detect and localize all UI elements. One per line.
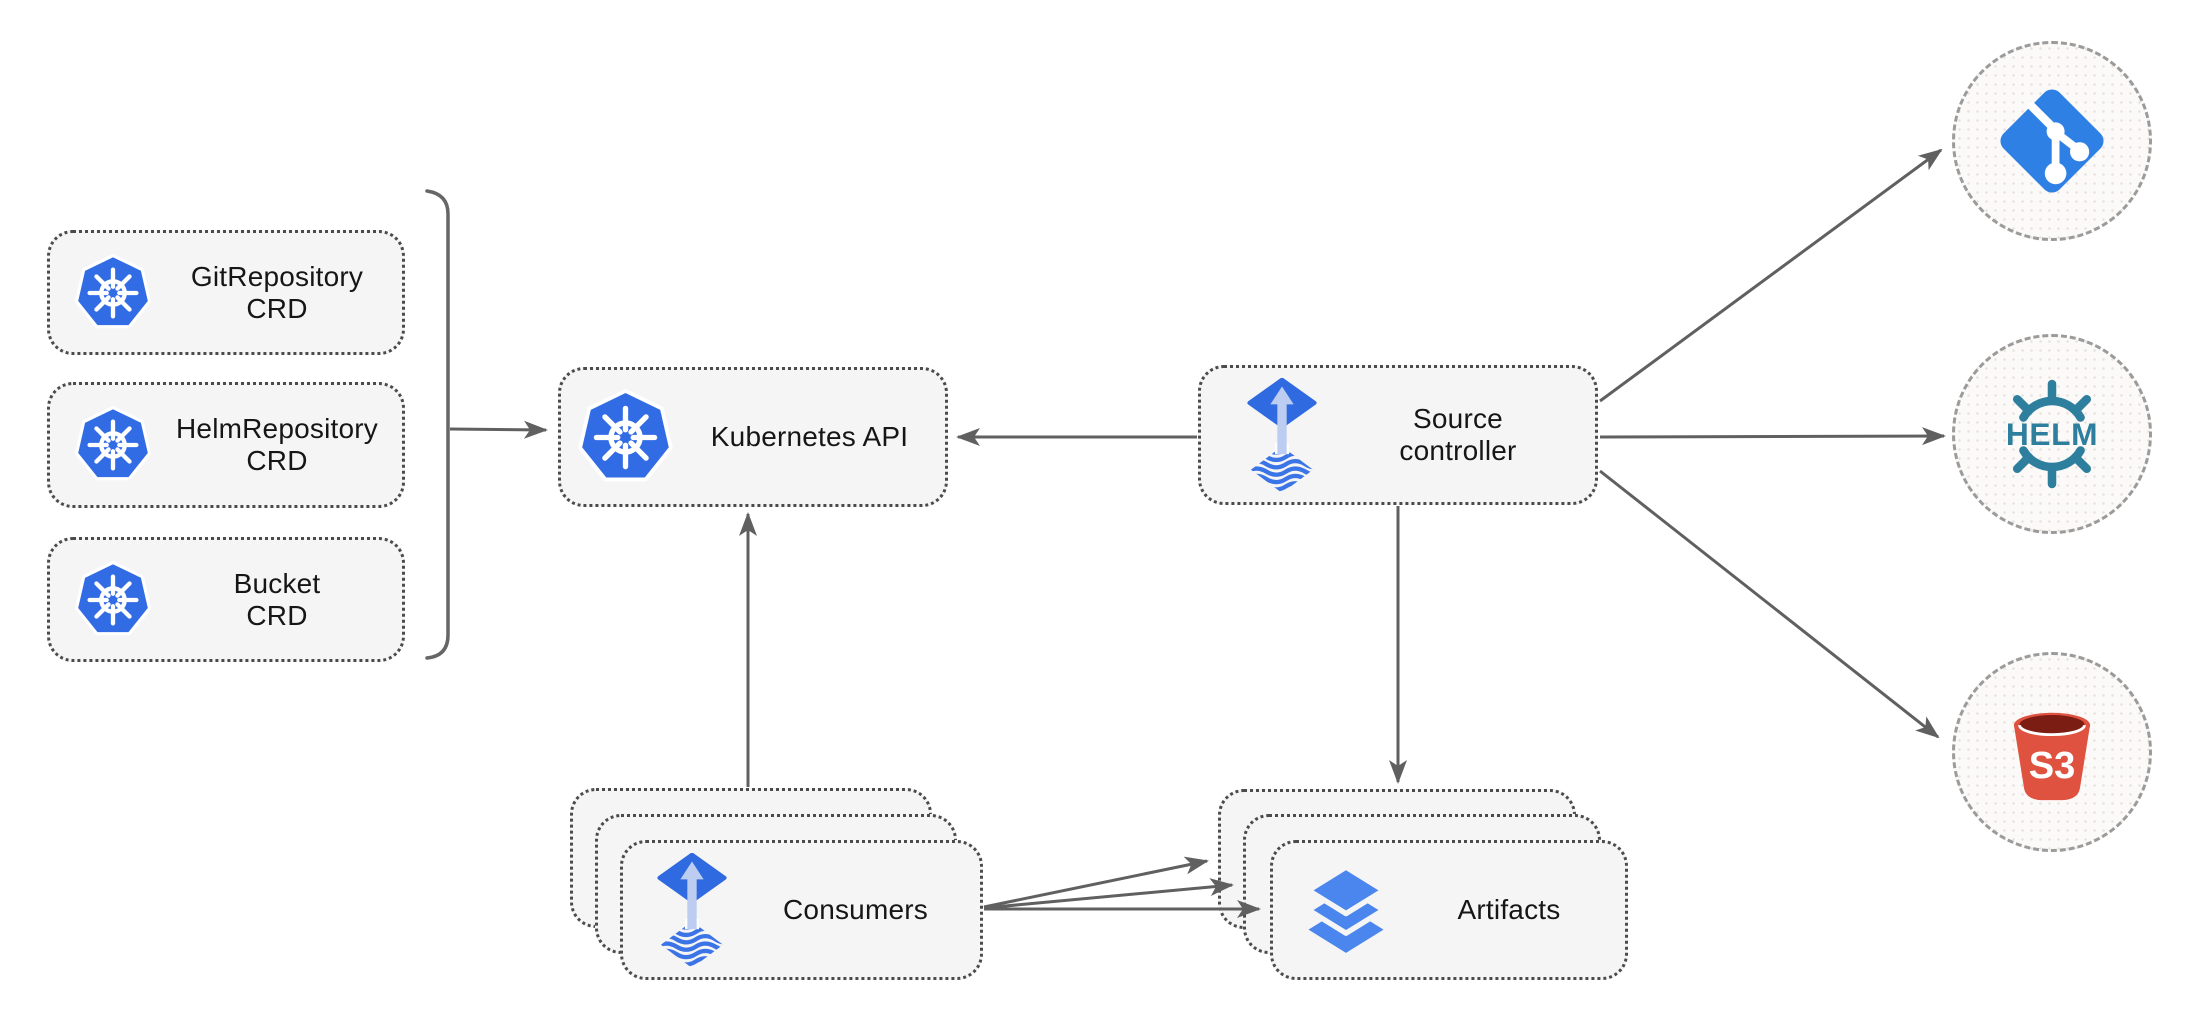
node-label-line2: controller (1399, 435, 1517, 466)
node-bucket-crd: Bucket CRD (47, 537, 405, 662)
helm-wordmark: HELM (2006, 416, 2098, 452)
flux-icon (653, 852, 731, 968)
node-source-controller: Source controller (1198, 365, 1598, 505)
node-label-line2: CRD (246, 445, 308, 476)
node-consumers: Consumers (620, 840, 983, 980)
node-label-line2: CRD (246, 292, 308, 324)
layers-icon (1299, 860, 1393, 960)
kubernetes-icon (74, 253, 152, 332)
node-label-line1: Source (1413, 403, 1503, 434)
node-s3-remote: S3 (1952, 652, 2152, 852)
crd-group-bracket (425, 189, 450, 660)
kubernetes-icon (577, 388, 674, 486)
node-kubernetes-api: Kubernetes API (558, 367, 948, 507)
git-icon (1992, 81, 2112, 201)
arrow-consumers-to-artifacts-back (983, 856, 1209, 909)
arrow-source-controller-to-s3 (1599, 469, 1940, 739)
node-label-line1: Bucket (233, 567, 321, 599)
flux-icon (1243, 377, 1321, 493)
arrow-source-controller-to-git (1599, 148, 1943, 403)
node-label: Artifacts (1457, 894, 1561, 925)
arrow-source-controller-to-helm (1599, 427, 1946, 446)
s3-icon: S3 (1996, 696, 2108, 808)
node-label-line1: HelmRepository (176, 413, 378, 444)
s3-wordmark: S3 (2029, 745, 2076, 787)
node-git-remote (1952, 41, 2152, 241)
node-label: HelmRepository CRD (152, 413, 402, 477)
kubernetes-icon (74, 560, 152, 639)
node-helm-remote: HELM (1952, 334, 2152, 534)
node-label-line1: GitRepository (190, 260, 364, 292)
node-helmrepository-crd: HelmRepository CRD (47, 382, 405, 508)
arrow-bracket-to-kubernetes-api (449, 420, 548, 439)
node-label: Consumers (783, 894, 928, 925)
node-artifacts: Artifacts (1270, 840, 1628, 980)
kubernetes-icon (74, 406, 152, 484)
node-label: GitRepository CRD (152, 261, 402, 325)
helm-icon: HELM (1991, 373, 2113, 495)
node-label: Kubernetes API (710, 421, 909, 452)
node-label: Source controller (1321, 403, 1595, 467)
node-label-line2: CRD (246, 599, 308, 631)
node-gitrepository-crd: GitRepository CRD (47, 230, 405, 355)
arrow-consumers-to-artifacts-middle (983, 878, 1234, 910)
node-label: Bucket CRD (152, 568, 402, 632)
